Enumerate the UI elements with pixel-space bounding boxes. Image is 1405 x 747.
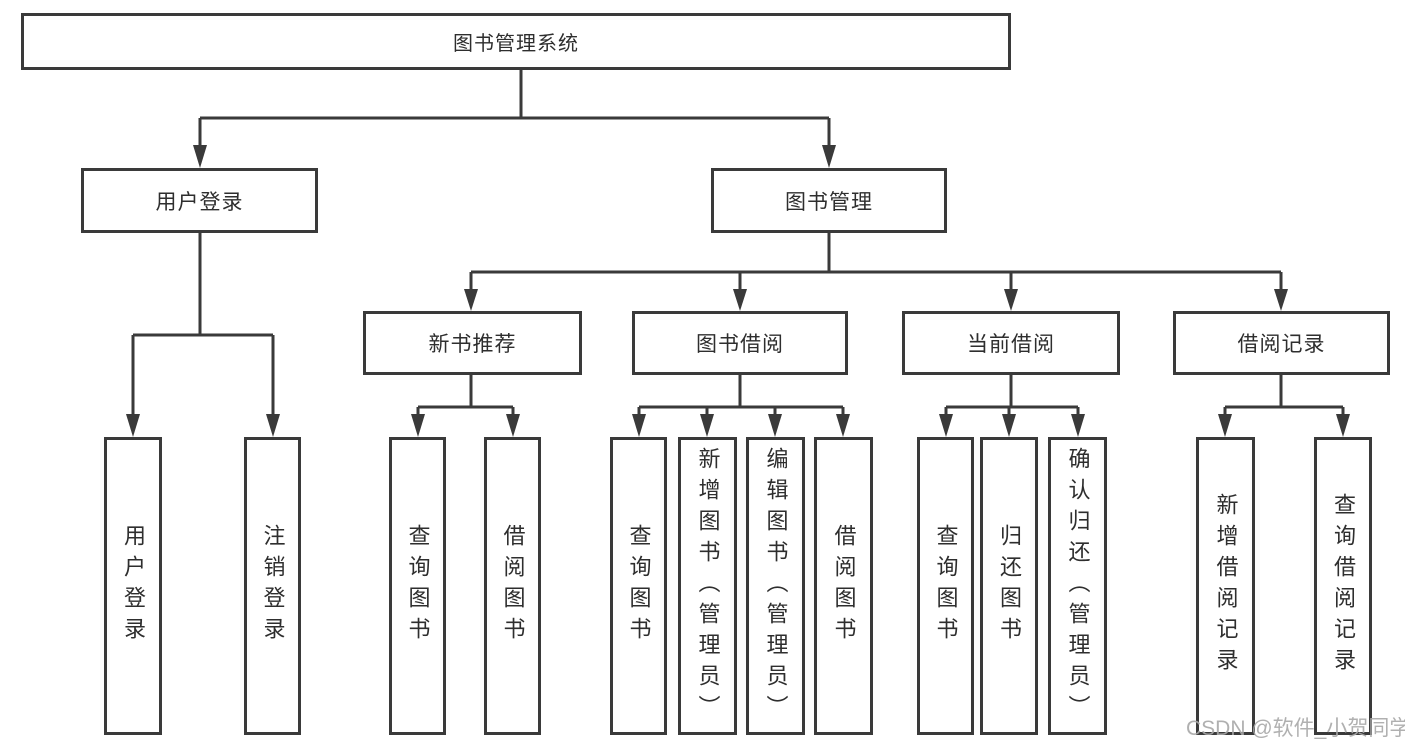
node-leaf-cb-return: 归还图书	[980, 437, 1038, 735]
node-new-book-rec: 新书推荐	[363, 311, 582, 375]
node-current-borrow-label: 当前借阅	[967, 333, 1055, 356]
node-leaf-bb-borrow: 借阅图书	[814, 437, 873, 735]
node-leaf-cb-confirm-label: 确认归还（管理员）	[1065, 446, 1091, 726]
node-root: 图书管理系统	[21, 13, 1011, 70]
connector-book-mgmt	[464, 233, 1288, 311]
node-leaf-nb-borrow: 借阅图书	[484, 437, 541, 735]
node-current-borrow: 当前借阅	[902, 311, 1120, 375]
node-book-mgmt-label: 图书管理	[785, 190, 873, 214]
connector-borrow-records	[1218, 375, 1350, 437]
node-leaf-user-login-label: 用户登录	[121, 524, 146, 648]
connector-new-book-rec	[411, 375, 520, 437]
connector-root	[193, 70, 836, 168]
node-borrow-records: 借阅记录	[1173, 311, 1390, 375]
node-user-login-label: 用户登录	[155, 190, 244, 214]
node-leaf-nb-query: 查询图书	[389, 437, 446, 735]
node-book-borrow-label: 图书借阅	[696, 333, 784, 356]
node-root-label: 图书管理系统	[453, 33, 579, 55]
node-leaf-bb-add: 新增图书（管理员）	[678, 437, 737, 735]
node-leaf-bb-add-label: 新增图书（管理员）	[695, 446, 721, 726]
connector-current-borrow	[939, 375, 1085, 437]
node-leaf-br-query: 查询借阅记录	[1314, 437, 1372, 735]
watermark: CSDN @软件_小贺同学	[1186, 717, 1405, 740]
node-leaf-logout-label: 注销登录	[260, 524, 286, 648]
node-leaf-nb-borrow-label: 借阅图书	[500, 524, 526, 648]
node-leaf-br-query-label: 查询借阅记录	[1331, 493, 1356, 679]
node-leaf-bb-edit: 编辑图书（管理员）	[746, 437, 805, 735]
node-new-book-rec-label: 新书推荐	[428, 333, 517, 356]
node-leaf-bb-query: 查询图书	[610, 437, 667, 735]
connector-book-borrow	[632, 375, 850, 437]
node-leaf-cb-return-label: 归还图书	[997, 524, 1022, 648]
node-borrow-records-label: 借阅记录	[1237, 333, 1326, 356]
node-leaf-cb-confirm: 确认归还（管理员）	[1048, 437, 1107, 735]
node-user-login: 用户登录	[81, 168, 318, 233]
node-leaf-cb-query: 查询图书	[917, 437, 974, 735]
node-book-borrow: 图书借阅	[632, 311, 848, 375]
node-leaf-br-add-label: 新增借阅记录	[1213, 493, 1239, 679]
node-book-mgmt: 图书管理	[711, 168, 947, 233]
node-leaf-br-add: 新增借阅记录	[1196, 437, 1255, 735]
node-leaf-bb-edit-label: 编辑图书（管理员）	[763, 446, 789, 726]
node-leaf-logout: 注销登录	[244, 437, 301, 735]
node-leaf-nb-query-label: 查询图书	[405, 524, 431, 648]
connector-user-login	[126, 233, 280, 437]
node-leaf-cb-query-label: 查询图书	[933, 524, 959, 648]
node-leaf-bb-borrow-label: 借阅图书	[831, 524, 857, 648]
node-leaf-bb-query-label: 查询图书	[626, 524, 652, 648]
node-leaf-user-login: 用户登录	[104, 437, 162, 735]
